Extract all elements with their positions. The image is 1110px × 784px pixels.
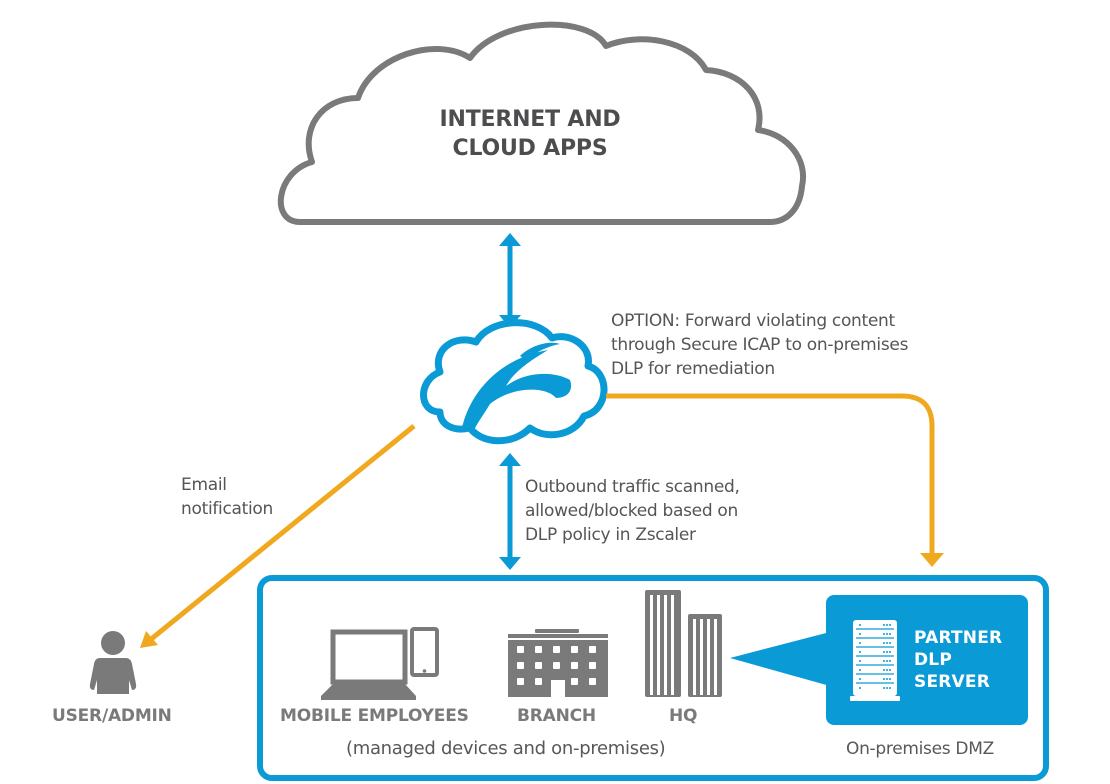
icap-option-note-line2: through Secure ICAP to on-premises	[611, 335, 909, 355]
user-icon	[89, 631, 137, 694]
internet-cloud-icon	[277, 21, 807, 225]
outbound-traffic-note: Outbound traffic scanned, allowed/blocke…	[525, 475, 740, 547]
building-icon	[508, 629, 608, 697]
dlp-server-label-line3: SERVER	[914, 672, 991, 692]
dmz-caption: On-premises DMZ	[846, 739, 994, 759]
email-notification-note-line1: Email	[181, 475, 227, 495]
premises-caption: (managed devices and on-premises)	[346, 738, 666, 759]
email-notification-note-line2: notification	[181, 499, 274, 519]
dlp-server-label-line1: PARTNER	[914, 628, 1003, 648]
skyscraper-icon	[645, 590, 722, 697]
icap-option-note-line3: DLP for remediation	[611, 359, 775, 379]
zscaler-logo-icon	[420, 319, 608, 445]
mobile-employees-label: MOBILE EMPLOYEES	[280, 706, 469, 726]
internet-cloud-title-line1: INTERNET AND	[439, 107, 621, 132]
bidirectional-arrow-top	[499, 233, 521, 328]
email-notification-note: Email notification	[181, 473, 273, 521]
email-notification-arrow	[140, 424, 416, 648]
dlp-server-label: PARTNER DLP SERVER	[914, 627, 1002, 693]
server-rack-icon	[850, 620, 900, 701]
icap-forward-arrow	[606, 393, 944, 567]
laptop-phone-icon	[321, 627, 439, 700]
hq-label: HQ	[669, 706, 698, 726]
dlp-server-label-line2: DLP	[914, 650, 953, 670]
icap-option-note: OPTION: Forward violating content throug…	[611, 309, 908, 381]
internet-cloud-title: INTERNET AND CLOUD APPS	[380, 105, 680, 163]
user-admin-label: USER/ADMIN	[52, 706, 172, 726]
outbound-traffic-note-line2: allowed/blocked based on	[525, 501, 738, 521]
internet-cloud-title-line2: CLOUD APPS	[452, 136, 608, 161]
bidirectional-arrow-bottom	[499, 453, 521, 570]
outbound-traffic-note-line1: Outbound traffic scanned,	[525, 477, 740, 497]
branch-label: BRANCH	[517, 706, 596, 726]
outbound-traffic-note-line3: DLP policy in Zscaler	[525, 525, 696, 545]
icap-option-note-line1: OPTION: Forward violating content	[611, 311, 895, 331]
